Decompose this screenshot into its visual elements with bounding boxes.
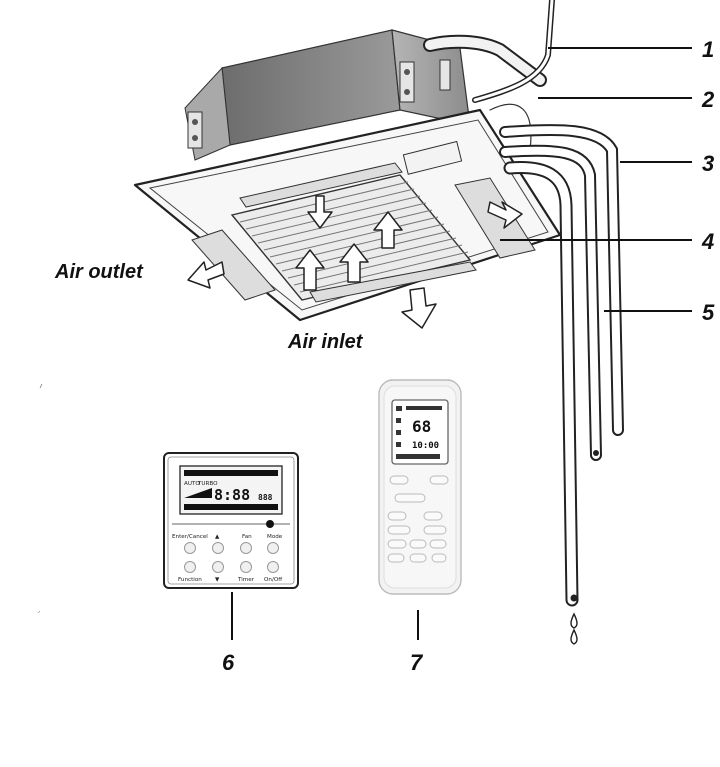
- lcd-bar-indicator: [184, 488, 212, 498]
- wired-controller: AUTO TURBO 8:88 888 Enter/Cancel ▲ Fan M…: [163, 452, 299, 589]
- lcd-small-digits: 888: [258, 493, 273, 502]
- down-button[interactable]: [212, 561, 224, 573]
- timer-button[interactable]: [240, 561, 252, 573]
- remote-button[interactable]: [387, 539, 407, 549]
- mode-button[interactable]: [267, 542, 279, 554]
- hanger-bracket-left: [187, 111, 203, 149]
- callout-5: 5: [702, 300, 715, 325]
- function-label: Function: [178, 577, 202, 583]
- on-off-button[interactable]: [267, 561, 279, 573]
- remote-button[interactable]: [387, 511, 407, 521]
- remote-buttons[interactable]: [387, 475, 449, 563]
- fan-label: Fan: [242, 534, 252, 540]
- up-button[interactable]: [212, 542, 224, 554]
- louver-top: [239, 162, 403, 208]
- airflow-arrows-inlet: [295, 195, 403, 291]
- remote-lcd-temp: 68: [412, 417, 431, 436]
- fan-button[interactable]: [240, 542, 252, 554]
- enter-cancel-button[interactable]: [184, 542, 196, 554]
- remote-button[interactable]: [387, 553, 405, 563]
- refrigerant-pipes: [423, 0, 555, 151]
- remote-button[interactable]: [409, 539, 427, 549]
- callout-leaders: [231, 47, 692, 640]
- remote-controller: 68 10:00: [378, 379, 462, 595]
- function-button[interactable]: [184, 561, 196, 573]
- air-outlet-label: Air outlet: [54, 261, 144, 283]
- lcd-auto: AUTO: [184, 481, 200, 487]
- hanger-bracket-right: [399, 61, 415, 103]
- callout-2: 2: [701, 87, 715, 112]
- remote-button[interactable]: [409, 553, 427, 563]
- callout-1: 1: [702, 37, 714, 62]
- remote-lcd-icons: [396, 406, 442, 459]
- wired-controller-indicator-dot: [266, 520, 274, 528]
- on-off-label: On/Off: [264, 577, 282, 583]
- remote-button[interactable]: [387, 525, 411, 535]
- callout-4: 4: [701, 229, 714, 254]
- down-arrow-label: ▼: [215, 577, 220, 583]
- air-inlet-label: Air inlet: [287, 331, 364, 353]
- louver-right: [454, 177, 536, 259]
- remote-button[interactable]: [394, 493, 426, 503]
- callout-6: 6: [222, 650, 235, 675]
- louver-bottom: [309, 261, 477, 303]
- remote-lcd-time: 10:00: [412, 441, 439, 451]
- water-drops-icon: [570, 612, 578, 645]
- drain-piping: [499, 123, 624, 607]
- remote-button[interactable]: [423, 525, 447, 535]
- mode-label: Mode: [267, 534, 283, 540]
- enter-cancel-label: Enter/Cancel: [172, 534, 208, 540]
- remote-button[interactable]: [431, 553, 447, 563]
- remote-button[interactable]: [389, 475, 409, 485]
- up-arrow-label: ▲: [215, 534, 220, 540]
- lcd-top-icons: [184, 470, 278, 476]
- lcd-bottom-segments: [184, 504, 278, 510]
- unit-box-left-face: [221, 29, 401, 146]
- lcd-turbo: TURBO: [197, 481, 218, 487]
- remote-button[interactable]: [429, 475, 449, 485]
- timer-label: Timer: [237, 577, 255, 583]
- remote-button[interactable]: [423, 511, 443, 521]
- louver-left: [191, 229, 276, 301]
- airflow-arrows-outlet: [187, 201, 523, 329]
- remote-lcd: [391, 399, 449, 465]
- remote-button[interactable]: [429, 539, 447, 549]
- lcd-main-digits: 8:88: [214, 486, 250, 504]
- callout-3: 3: [702, 151, 714, 176]
- cassette-unit: [133, 0, 624, 645]
- callout-7: 7: [410, 650, 424, 675]
